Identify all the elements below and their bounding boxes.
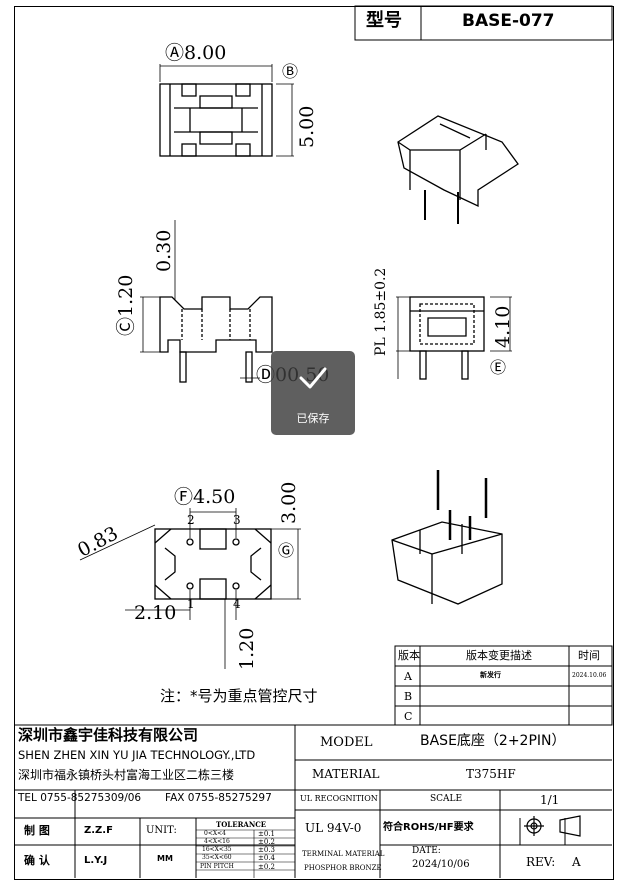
tol-range-3: 35<X<60 [202, 854, 232, 861]
dim-g: Ⓖ [278, 541, 295, 560]
company-address: 深圳市福永镇桥头村富海工业区二栋三楼 [18, 768, 235, 782]
ul-label: UL RECOGNITION [300, 794, 378, 803]
ul-value: UL 94V-0 [305, 821, 362, 835]
tol-value-4: ±0.2 [258, 863, 275, 871]
tol-range-4: PIN PITCH [200, 863, 234, 870]
dim-pl: PL 1.85±0.2 [373, 267, 389, 356]
dim-h: 4.10 [492, 305, 514, 348]
company-tel: TEL 0755-85275309/06 [18, 792, 142, 804]
dim-f: Ⓕ4.50 [174, 486, 236, 508]
tol-value-0: ±0.1 [258, 830, 275, 838]
saved-toast: 已保存 [271, 351, 355, 435]
pin-3-label: 3 [233, 513, 241, 527]
model-value: BASE底座（2+2PIN） [420, 733, 566, 749]
header-model-value: BASE-077 [462, 11, 555, 31]
rev-row-b-ver: B [404, 690, 413, 703]
iso-view-bottom [391, 470, 503, 605]
checkmark-icon [299, 367, 327, 389]
company-fax: FAX 0755-85275297 [165, 792, 272, 804]
dim-b-value: 5.00 [296, 105, 318, 148]
check-name: L.Y.J [84, 855, 108, 866]
rohs-note: 符合ROHS/HF要求 [383, 822, 474, 833]
tol-range-2: 16<X<35 [202, 846, 232, 853]
date-label: DATE: [412, 846, 441, 856]
tol-range-1: 4<X<16 [204, 838, 230, 845]
rev-header-desc: 版本变更描述 [466, 649, 532, 662]
material-value: T375HF [466, 767, 516, 781]
pin-1-label: 1 [187, 597, 195, 611]
drawing-frame [14, 6, 614, 880]
draw-label: 制 图 [24, 824, 50, 837]
dim-g-value: 3.00 [278, 481, 300, 524]
company-name-en: SHEN ZHEN XIN YU JIA TECHNOLOGY.,LTD [18, 748, 256, 762]
terminal-value: PHOSPHOR BRONZE [304, 864, 382, 872]
saved-toast-label: 已保存 [296, 412, 330, 425]
rev-row-a-ver: A [404, 670, 412, 683]
header-model-label: 型号 [366, 10, 402, 31]
rev-value: A [572, 855, 581, 869]
dim-pitch: 2.10 [134, 602, 177, 624]
unit-label: UNIT: [146, 825, 177, 836]
dim-top-gap: 0.30 [153, 229, 175, 272]
bottom-view [154, 528, 272, 600]
tol-value-3: ±0.4 [258, 854, 275, 862]
front-view [159, 296, 273, 383]
dim-a: Ⓐ8.00 [165, 42, 227, 64]
tol-range-0: 0<X<4 [204, 830, 226, 837]
company-name-cn: 深圳市鑫宇佳科技有限公司 [18, 726, 199, 744]
scale-label: SCALE [430, 794, 463, 804]
rev-row-a-desc: 新发行 [480, 671, 501, 679]
rev-label: REV: [526, 855, 556, 869]
scale-value: 1/1 [540, 793, 560, 807]
iso-view-top [397, 115, 519, 224]
date-value: 2024/10/06 [412, 859, 470, 870]
dim-bottom: 1.20 [236, 627, 258, 670]
dim-c: Ⓒ1.20 [115, 274, 137, 336]
top-view [159, 83, 273, 157]
check-label: 确 认 [24, 854, 50, 867]
tol-value-2: ±0.3 [258, 846, 275, 854]
side-view [409, 296, 485, 380]
pin-4-label: 4 [233, 597, 241, 611]
draw-name: Z.Z.F [84, 825, 113, 836]
rev-row-a-date: 2024.10.06 [572, 672, 607, 679]
rev-header-ver: 版本 [398, 649, 420, 662]
dim-b: Ⓑ [282, 62, 299, 81]
model-label: MODEL [320, 735, 373, 750]
terminal-label: TERMINAL MATERIAL [302, 850, 385, 858]
control-note: 注：*号为重点管控尺寸 [160, 687, 318, 705]
tol-value-1: ±0.2 [258, 838, 275, 846]
rev-row-c-ver: C [404, 710, 413, 723]
unit-value: MM [157, 854, 173, 863]
tolerance-title: TOLERANCE [216, 820, 267, 829]
dim-e: Ⓔ [490, 358, 507, 377]
pin-2-label: 2 [187, 513, 195, 527]
material-label: MATERIAL [312, 767, 380, 781]
rev-header-date: 时间 [578, 649, 600, 662]
